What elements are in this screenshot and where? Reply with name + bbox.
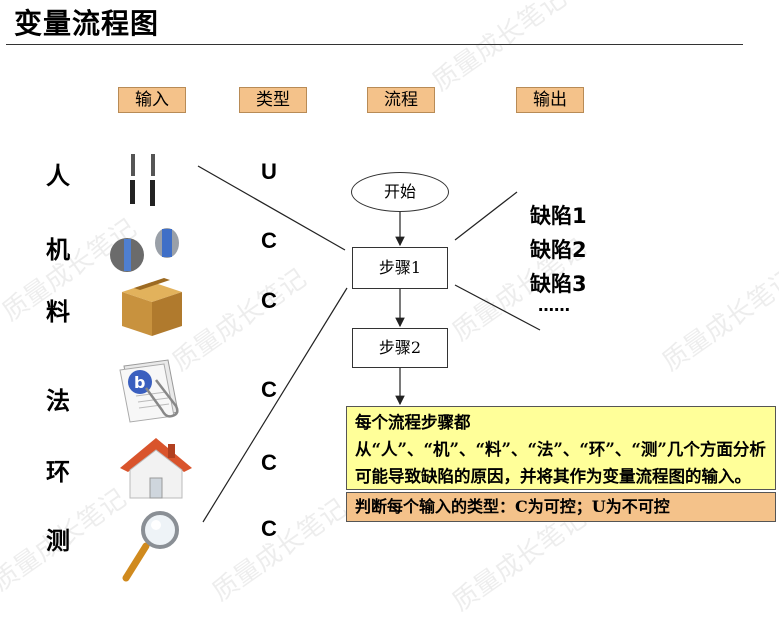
machine-parts-icon [110, 228, 179, 272]
type-measurement: C [261, 516, 277, 541]
input-line-person [197, 165, 346, 251]
person-pins-icon [130, 154, 155, 206]
output-line-top [454, 191, 518, 241]
output-line-bottom [454, 284, 541, 331]
svg-text:b: b [134, 373, 145, 392]
category-person: 人 [46, 161, 70, 190]
category-measurement: 测 [46, 526, 70, 555]
category-machine: 机 [46, 235, 70, 264]
title-divider [6, 44, 743, 45]
input-line-measure [202, 287, 348, 523]
category-environment: 环 [46, 457, 70, 486]
category-material: 料 [46, 297, 70, 326]
defect-ellipsis: …… [538, 296, 570, 315]
note-type-legend: 判断每个输入的类型：C为可控；U为不可控 [346, 492, 776, 522]
type-method: C [261, 377, 277, 402]
cardboard-box-icon [122, 278, 182, 336]
house-icon [120, 438, 192, 499]
type-environment: C [261, 450, 277, 475]
defect-1: 缺陷1 [530, 204, 587, 228]
flow-step1-node: 步骤1 [352, 247, 448, 289]
document-clip-icon: b [119, 359, 179, 423]
type-machine: C [261, 228, 277, 253]
header-input: 输入 [118, 87, 186, 113]
type-material: C [261, 288, 277, 313]
header-process: 流程 [367, 87, 435, 113]
defect-3: 缺陷3 [530, 272, 587, 296]
header-output: 输出 [516, 87, 584, 113]
header-type: 类型 [239, 87, 307, 113]
defect-2: 缺陷2 [530, 238, 587, 262]
note-analysis: 每个流程步骤都从“人”、“机”、“料”、“法”、“环”、“测”几个方面分析可能导… [346, 406, 776, 490]
flow-start-node: 开始 [351, 172, 449, 212]
magnifier-icon [122, 511, 179, 582]
connector-lines [197, 165, 541, 523]
type-person: U [261, 159, 277, 184]
page-title: 变量流程图 [14, 7, 160, 40]
category-method: 法 [46, 386, 70, 415]
flow-step2-node: 步骤2 [352, 328, 448, 368]
